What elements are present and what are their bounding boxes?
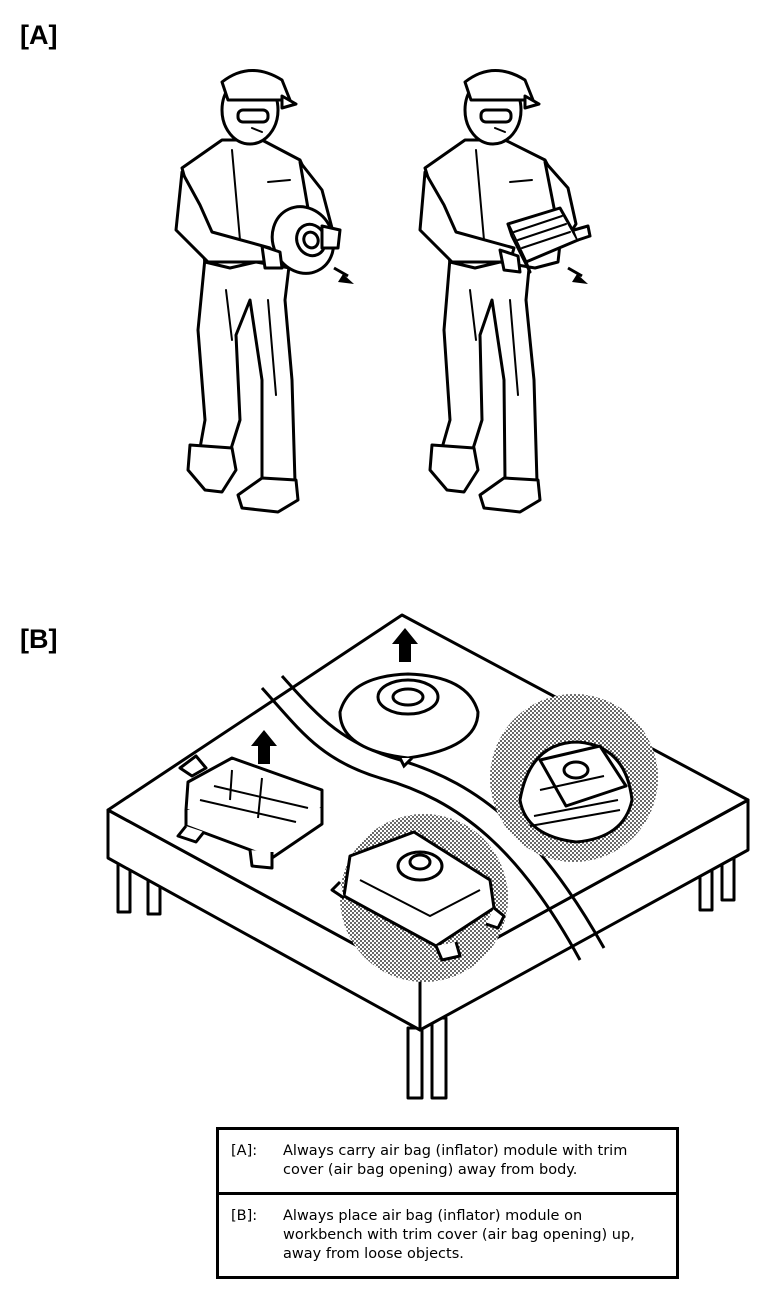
section-label-a: [A] — [20, 20, 58, 50]
legend-row-a: [A]: Always carry air bag (inflator) mod… — [219, 1130, 676, 1192]
passenger-airbag-bottom — [330, 830, 506, 962]
legend-text: Always place air bag (inflator) module o… — [283, 1208, 635, 1262]
legend-key: [A]: — [231, 1143, 258, 1159]
divider-curve — [260, 674, 606, 961]
technician-with-passenger-airbag — [418, 69, 592, 514]
legend-key: [B]: — [231, 1208, 258, 1224]
arrow-icon — [567, 266, 588, 284]
arrow-icon — [333, 266, 354, 284]
legend-row-b: [B]: Always place air bag (inflator) mod… — [219, 1192, 676, 1276]
arrow-icon — [251, 730, 277, 764]
steering-airbag-bottom — [518, 740, 634, 844]
section-label-b: [B] — [20, 624, 58, 654]
legend-text: Always carry air bag (inflator) module w… — [283, 1143, 628, 1178]
steering-airbag-trim-up — [338, 672, 480, 769]
passenger-airbag-trim-up — [176, 754, 324, 870]
arrow-icon — [392, 628, 418, 662]
technician-with-steering-airbag — [174, 69, 342, 514]
legend-table: [A]: Always carry air bag (inflator) mod… — [216, 1127, 679, 1279]
illustration — [106, 69, 750, 1100]
